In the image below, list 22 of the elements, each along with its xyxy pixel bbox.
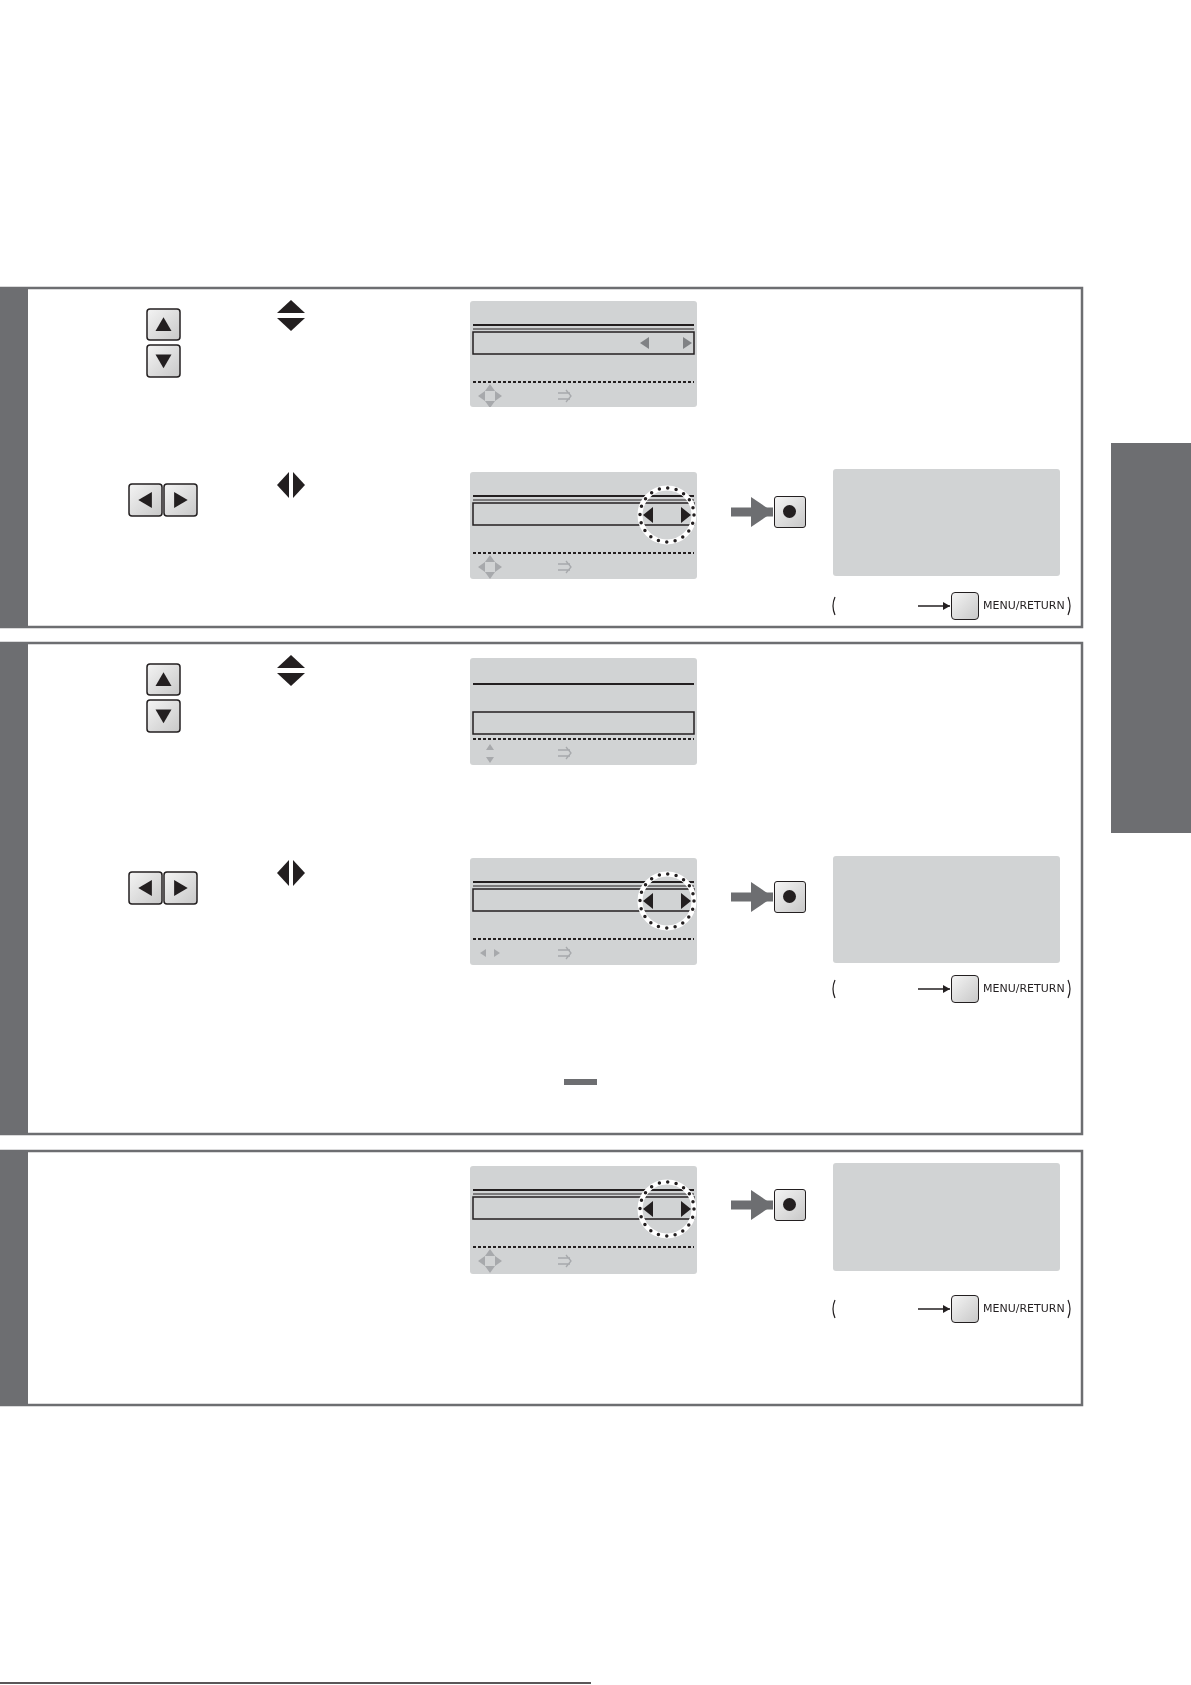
button-caption: MENU/RETURN — [983, 599, 1065, 613]
arrow — [731, 497, 773, 527]
small-arrow — [917, 602, 951, 610]
result-screen — [833, 856, 1060, 963]
result-screen — [833, 469, 1060, 576]
enter-button — [774, 496, 806, 528]
bar — [1111, 443, 1191, 833]
menu-screen — [470, 301, 697, 407]
enter-button — [774, 881, 806, 913]
button-caption: MENU/RETURN — [983, 1302, 1065, 1316]
menu-button — [951, 975, 979, 1003]
menu-screen — [470, 658, 697, 765]
result-screen — [833, 1163, 1060, 1271]
enter-button — [774, 1189, 806, 1221]
small-arrow — [917, 1305, 951, 1313]
small-arrow — [917, 985, 951, 993]
arrow — [731, 1190, 773, 1220]
button-caption: MENU/RETURN — [983, 982, 1065, 996]
menu-screen — [470, 858, 697, 965]
menu-button — [951, 1295, 979, 1323]
arrow — [731, 882, 773, 912]
menu-button — [951, 592, 979, 620]
